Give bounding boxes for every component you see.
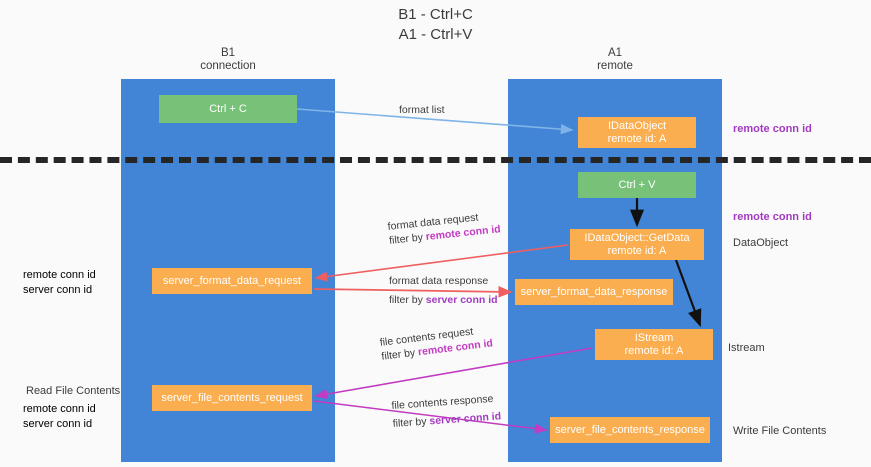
title-line-1: B1 - Ctrl+C xyxy=(398,6,473,23)
edge-label-file-contents-response-filter: filter by server conn id xyxy=(392,409,501,431)
node-getdata-line2: remote id: A xyxy=(607,244,667,257)
edge-label-file-contents-request: file contents request filter by remote c… xyxy=(379,322,494,363)
node-server-format-data-response-label: server_format_data_response xyxy=(520,285,668,298)
node-server-file-contents-response-label: server_file_contents_response xyxy=(555,423,705,436)
edge-label-format-data-response: format data response filter by server co… xyxy=(389,274,498,307)
column-header-a1-line2: remote xyxy=(597,60,633,72)
phase-separator xyxy=(0,157,871,163)
edge-label-format-data-request: format data request filter by remote con… xyxy=(387,208,501,248)
annotation-left-read-file-contents: Read File Contents xyxy=(26,385,121,397)
column-header-a1: A1 remote xyxy=(508,47,722,73)
node-ctrl-c-label: Ctrl + C xyxy=(209,102,247,115)
node-idataobject-line2: remote id: A xyxy=(607,132,667,145)
annotation-right-write-file-contents: Write File Contents xyxy=(733,425,827,437)
node-ctrl-v-label: Ctrl + V xyxy=(618,178,656,191)
annotation-left-server-conn-id-low: server conn id xyxy=(23,418,93,430)
annotation-left-conn-ids-low: remote conn id server conn id xyxy=(23,402,96,432)
annotation-left-remote-conn-id-low: remote conn id xyxy=(23,403,96,415)
annotation-right-remote-conn-id-top: remote conn id xyxy=(733,123,812,135)
edge-label-format-data-response-text: format data response xyxy=(389,275,489,287)
annotation-left-server-conn-id-mid: server conn id xyxy=(23,284,93,296)
node-idataobject[interactable]: IDataObject remote id: A xyxy=(578,117,696,148)
node-server-file-contents-response[interactable]: server_file_contents_response xyxy=(550,417,710,443)
node-istream-line2: remote id: A xyxy=(624,344,684,357)
annotation-right-istream: Istream xyxy=(728,342,765,354)
node-getdata-line1: IDataObject::GetData xyxy=(584,231,690,244)
page-title: B1 - Ctrl+C A1 - Ctrl+V xyxy=(0,5,871,45)
node-istream[interactable]: IStream remote id: A xyxy=(595,329,713,360)
node-ctrl-v[interactable]: Ctrl + V xyxy=(578,172,696,198)
annotation-left-remote-conn-id-mid: remote conn id xyxy=(23,269,96,281)
node-server-format-data-request-label: server_format_data_request xyxy=(162,274,302,287)
edge-label-format-list-text: format list xyxy=(399,104,445,116)
edge-label-file-contents-response-text: file contents response xyxy=(391,392,494,412)
annotation-left-conn-ids-mid: remote conn id server conn id xyxy=(23,268,96,298)
node-idataobject-line1: IDataObject xyxy=(607,119,667,132)
filter-prefix: filter by xyxy=(392,415,430,430)
annotation-right-remote-conn-id-mid: remote conn id xyxy=(733,211,812,223)
node-server-file-contents-request-label: server_file_contents_request xyxy=(161,391,303,404)
filter-key-server-conn-id: server conn id xyxy=(429,410,502,428)
filter-prefix: filter by xyxy=(388,231,427,247)
filter-key-server-conn-id: server conn id xyxy=(425,294,498,306)
annotation-right-dataobject: DataObject xyxy=(733,237,789,249)
title-line-2: A1 - Ctrl+V xyxy=(398,26,473,43)
edge-label-format-list: format list xyxy=(399,103,445,117)
node-ctrl-c[interactable]: Ctrl + C xyxy=(159,95,297,123)
filter-prefix: filter by xyxy=(389,294,426,306)
node-istream-line1: IStream xyxy=(634,331,674,344)
node-idataobject-getdata[interactable]: IDataObject::GetData remote id: A xyxy=(570,229,704,260)
column-header-b1: B1 connection xyxy=(121,47,335,73)
column-header-b1-line2: connection xyxy=(200,60,256,72)
edge-label-file-contents-response: file contents response filter by server … xyxy=(391,391,502,430)
filter-prefix: filter by xyxy=(380,346,419,363)
edge-label-format-data-response-filter: filter by server conn id xyxy=(389,293,498,307)
node-server-format-data-request[interactable]: server_format_data_request xyxy=(152,268,312,294)
column-header-a1-line1: A1 xyxy=(607,47,623,59)
column-header-b1-line1: B1 xyxy=(220,47,236,59)
node-server-format-data-response[interactable]: server_format_data_response xyxy=(515,279,673,305)
node-server-file-contents-request[interactable]: server_file_contents_request xyxy=(152,385,312,411)
